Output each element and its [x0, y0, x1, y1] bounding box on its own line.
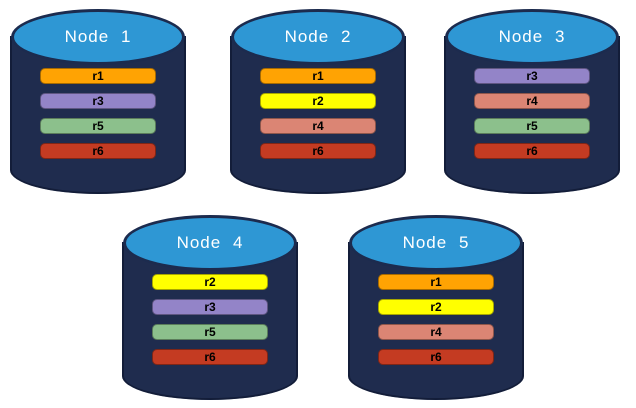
replica-bar: r3: [474, 68, 590, 84]
replica-bar: r2: [260, 93, 376, 109]
replica-bar: r6: [260, 143, 376, 159]
node-2-cylinder: Node 2 r1 r2 r4 r6: [230, 8, 406, 194]
node-3-cylinder-top: Node 3: [445, 9, 619, 65]
node-4-label: Node 4: [176, 233, 244, 252]
node-1-label: Node 1: [64, 27, 132, 46]
replica-bar: r1: [378, 274, 494, 290]
replica-bar: r5: [40, 118, 156, 134]
replica-bar: r1: [260, 68, 376, 84]
node-2-cylinder-top: Node 2: [231, 9, 405, 65]
node-4-replica-list: r2 r3 r5 r6: [152, 274, 268, 365]
node-2-replica-list: r1 r2 r4 r6: [260, 68, 376, 159]
node-4-cylinder: Node 4 r2 r3 r5 r6: [122, 214, 298, 400]
node-3-cylinder: Node 3 r3 r4 r5 r6: [444, 8, 620, 194]
node-1-cylinder-top: Node 1: [11, 9, 185, 65]
node-5-cylinder: Node 5 r1 r2 r4 r6: [348, 214, 524, 400]
replica-bar: r5: [152, 324, 268, 340]
node-5-replica-list: r1 r2 r4 r6: [378, 274, 494, 365]
replica-bar: r5: [474, 118, 590, 134]
replica-bar: r3: [152, 299, 268, 315]
replica-bar: r4: [378, 324, 494, 340]
node-5-label: Node 5: [402, 233, 470, 252]
replica-bar: r2: [378, 299, 494, 315]
node-2-label: Node 2: [284, 27, 352, 46]
node-4-cylinder-top: Node 4: [123, 215, 297, 271]
node-1-cylinder: Node 1 r1 r3 r5 r6: [10, 8, 186, 194]
replica-bar: r6: [378, 349, 494, 365]
node-1-replica-list: r1 r3 r5 r6: [40, 68, 156, 159]
replica-bar: r6: [40, 143, 156, 159]
replica-bar: r2: [152, 274, 268, 290]
node-3-label: Node 3: [498, 27, 566, 46]
replica-bar: r1: [40, 68, 156, 84]
replica-bar: r6: [152, 349, 268, 365]
replica-bar: r6: [474, 143, 590, 159]
replica-bar: r3: [40, 93, 156, 109]
node-3-replica-list: r3 r4 r5 r6: [474, 68, 590, 159]
replica-bar: r4: [474, 93, 590, 109]
node-5-cylinder-top: Node 5: [349, 215, 523, 271]
replica-bar: r4: [260, 118, 376, 134]
